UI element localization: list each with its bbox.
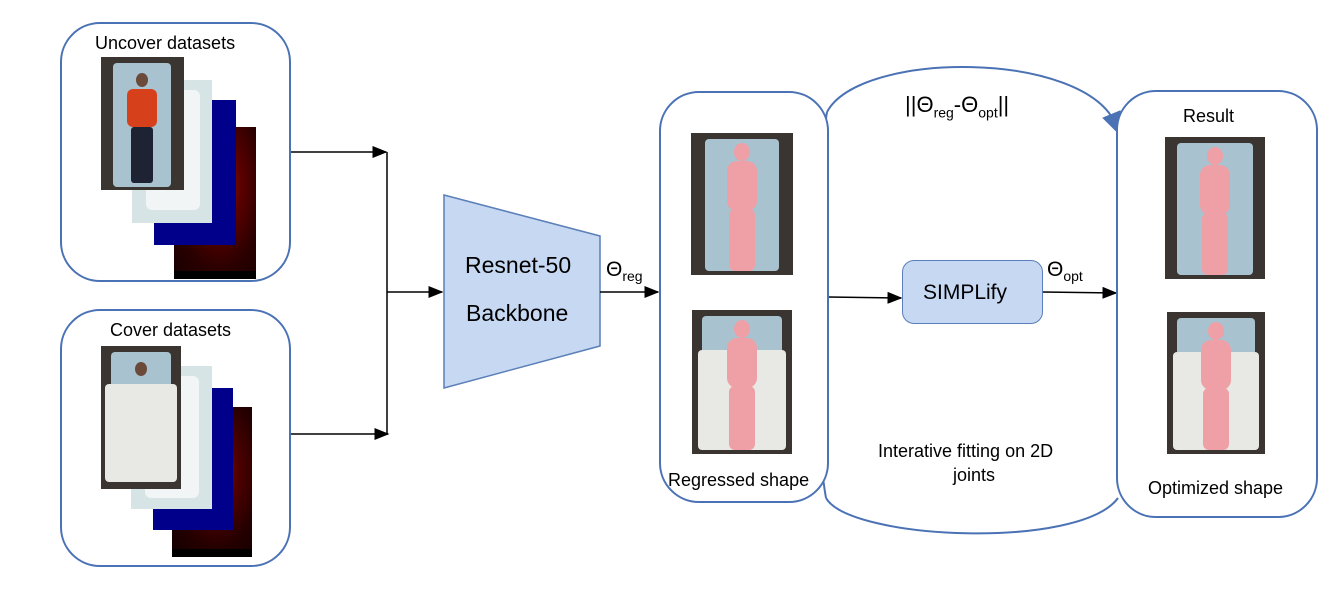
regressed-cover-image xyxy=(692,310,792,454)
fitting-loop-curve-top xyxy=(826,66,1121,137)
theta-reg-label: Θreg xyxy=(606,258,643,285)
backbone-label-line2: Backbone xyxy=(466,300,569,326)
cover-rgb-image xyxy=(101,346,181,489)
theta-opt-label: Θopt xyxy=(1047,258,1083,285)
uncover-label: Uncover datasets xyxy=(95,33,236,53)
result-uncover-image xyxy=(1165,137,1265,279)
fitting-desc-line2: joints xyxy=(953,465,996,485)
regressed-uncover-image xyxy=(691,133,793,275)
backbone-label-line1: Resnet-50 xyxy=(465,252,572,278)
fitting-desc-line1: Interative fitting on 2D xyxy=(878,441,1054,461)
cover-label: Cover datasets xyxy=(110,320,232,340)
simplify-block: SIMPLify xyxy=(902,260,1043,324)
result-label: Optimized shape xyxy=(1148,478,1284,498)
loss-label: ||Θreg-Θopt|| xyxy=(905,92,1010,121)
fitting-loop-curve-bottom xyxy=(825,497,1119,535)
result-cover-image xyxy=(1167,312,1265,454)
arrow-theta-opt xyxy=(1042,286,1118,299)
result-title: Result xyxy=(1183,106,1235,126)
arrow-to-simplify xyxy=(827,291,903,304)
backbone-block xyxy=(443,194,601,389)
regressed-label: Regressed shape xyxy=(668,470,810,490)
uncover-rgb-image xyxy=(101,57,184,190)
simplify-label: SIMPLify xyxy=(923,281,1008,304)
